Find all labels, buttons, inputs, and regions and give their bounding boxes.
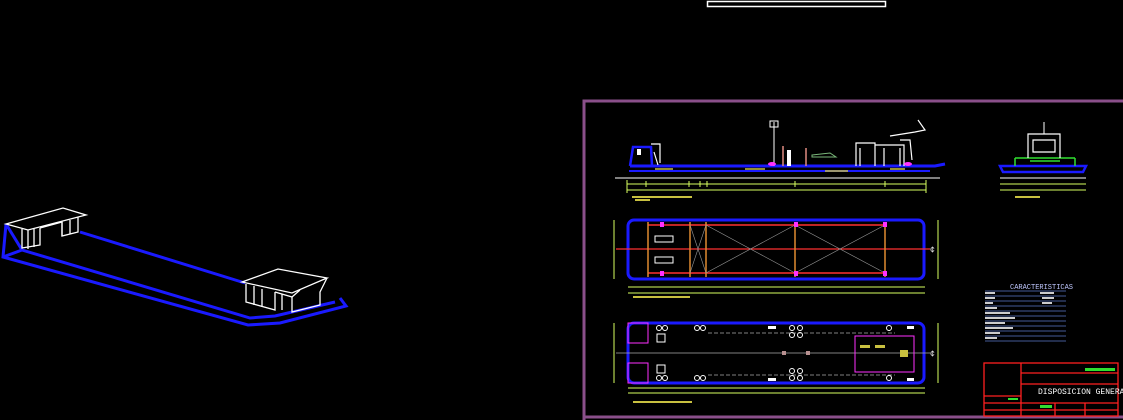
drawing-title: DISPOSICION GENERAL <box>1038 388 1123 397</box>
characteristics-title: CARACTERISTICAS <box>1010 284 1073 292</box>
svg-text:¢: ¢ <box>930 246 935 255</box>
end-view <box>997 122 1089 198</box>
svg-text:¢: ¢ <box>930 350 935 359</box>
characteristics-table: CARACTERISTICAS <box>985 284 1073 342</box>
title-block <box>983 362 1119 417</box>
sheet-frame <box>582 99 1123 420</box>
deck-fittings-plan: ¢ <box>613 321 939 403</box>
command-bar[interactable] <box>706 0 887 8</box>
side-elevation-view <box>615 119 946 201</box>
barge-3d-model <box>1 207 349 327</box>
deck-structure-plan: ¢ <box>613 218 939 298</box>
